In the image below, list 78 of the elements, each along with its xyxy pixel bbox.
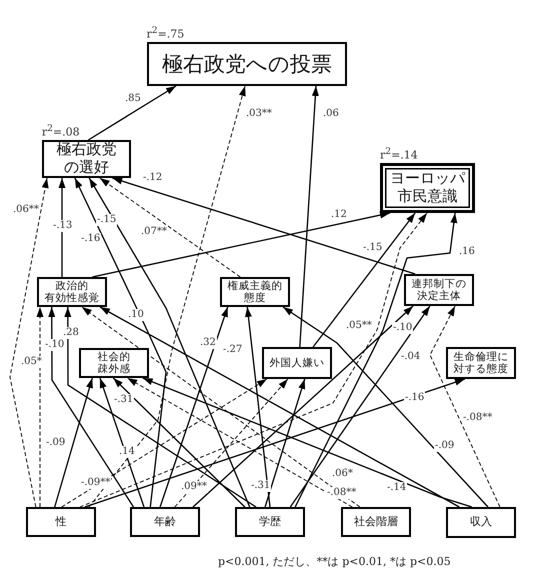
variable-name: 連邦制下の決定主体 (412, 278, 466, 302)
variable-name: 極右政党への投票 (162, 52, 332, 76)
arrow (192, 306, 414, 508)
path-coefficient: -.31 (250, 480, 272, 492)
arrow (48, 307, 134, 508)
path-coefficient: .28 (62, 327, 80, 339)
arrow (312, 212, 416, 348)
variable-box (341, 507, 411, 537)
variable-name: ヨーロッパ市民意識 (390, 170, 465, 206)
path-coefficient: .09** (180, 481, 208, 493)
path-coefficient: -.10 (392, 322, 414, 334)
path-coefficient: .32 (199, 337, 217, 349)
path-coefficient: .05* (20, 356, 43, 368)
arrow (99, 378, 145, 508)
variable-name: 極右政党の選好 (56, 141, 116, 177)
arrow (126, 378, 353, 508)
variable-box (79, 348, 149, 378)
arrow (54, 378, 93, 508)
variable-name: 社会階層 (354, 516, 398, 528)
arrow (430, 306, 500, 508)
arrow (174, 378, 288, 508)
arrow (88, 86, 246, 508)
variable-box (235, 507, 305, 537)
arrow (92, 212, 390, 278)
variable-box (26, 507, 96, 537)
arrow (290, 306, 430, 508)
variable-box (446, 347, 516, 379)
variable-name: 収入 (470, 516, 492, 529)
arrow (264, 378, 306, 508)
arrow (79, 212, 428, 508)
variable-box (130, 507, 200, 537)
variable-name: 権威主義的態度 (228, 280, 282, 304)
variable-name: 外国人嫌い (270, 356, 324, 370)
r-squared-label: r$^{2}$=.14 (380, 146, 418, 162)
arrow (112, 378, 246, 508)
path-coefficient: -.09 (434, 440, 456, 452)
variable-box (37, 277, 107, 307)
variable-name: 政治的有効性感覚 (44, 280, 100, 304)
path-coefficient: -.15 (96, 214, 118, 226)
arrow (81, 306, 360, 508)
significance-note: p<0.001, ただし、**は p<0.01, *は p<0.05 (218, 555, 451, 568)
arrow (88, 85, 176, 141)
arrow (142, 377, 472, 508)
r-squared-label: r$^{2}$=.08 (42, 123, 80, 139)
arrow (64, 307, 256, 508)
path-coefficient: -.13 (52, 220, 74, 232)
arrow (10, 178, 49, 508)
arrow (58, 178, 66, 277)
arrow (244, 306, 271, 508)
variable-box (220, 277, 290, 307)
path-coefficient: .10 (127, 309, 145, 321)
arrow (100, 306, 460, 508)
arrow (159, 306, 228, 508)
variable-box (446, 507, 516, 538)
variable-box (262, 347, 332, 379)
path-coefficient: -.08** (462, 412, 494, 424)
variable-name: 社会的疎外感 (98, 350, 130, 376)
variable-box (404, 274, 474, 306)
arrow (282, 306, 488, 508)
arrow (299, 86, 319, 348)
arrow (74, 178, 167, 508)
arrow (84, 378, 466, 508)
path-coefficient: -.09** (80, 477, 112, 489)
arrow (88, 178, 250, 508)
path-coefficient: .06** (12, 204, 40, 216)
path-coefficient: -.08** (326, 487, 358, 499)
arrow (99, 178, 241, 278)
variable-name: 年齢 (154, 516, 176, 528)
arrow (112, 177, 416, 275)
arrow (36, 306, 44, 508)
arrow (294, 212, 458, 508)
arrow (61, 378, 268, 508)
path-coefficient: .14 (118, 446, 136, 458)
path-coefficient: -.10 (44, 339, 66, 351)
variable-name: 性 (56, 516, 66, 528)
variable-name: 学歴 (259, 516, 281, 528)
r-squared-label: r$^{2}$=.75 (146, 24, 184, 40)
variable-name: 生命倫理に対する態度 (454, 350, 508, 376)
